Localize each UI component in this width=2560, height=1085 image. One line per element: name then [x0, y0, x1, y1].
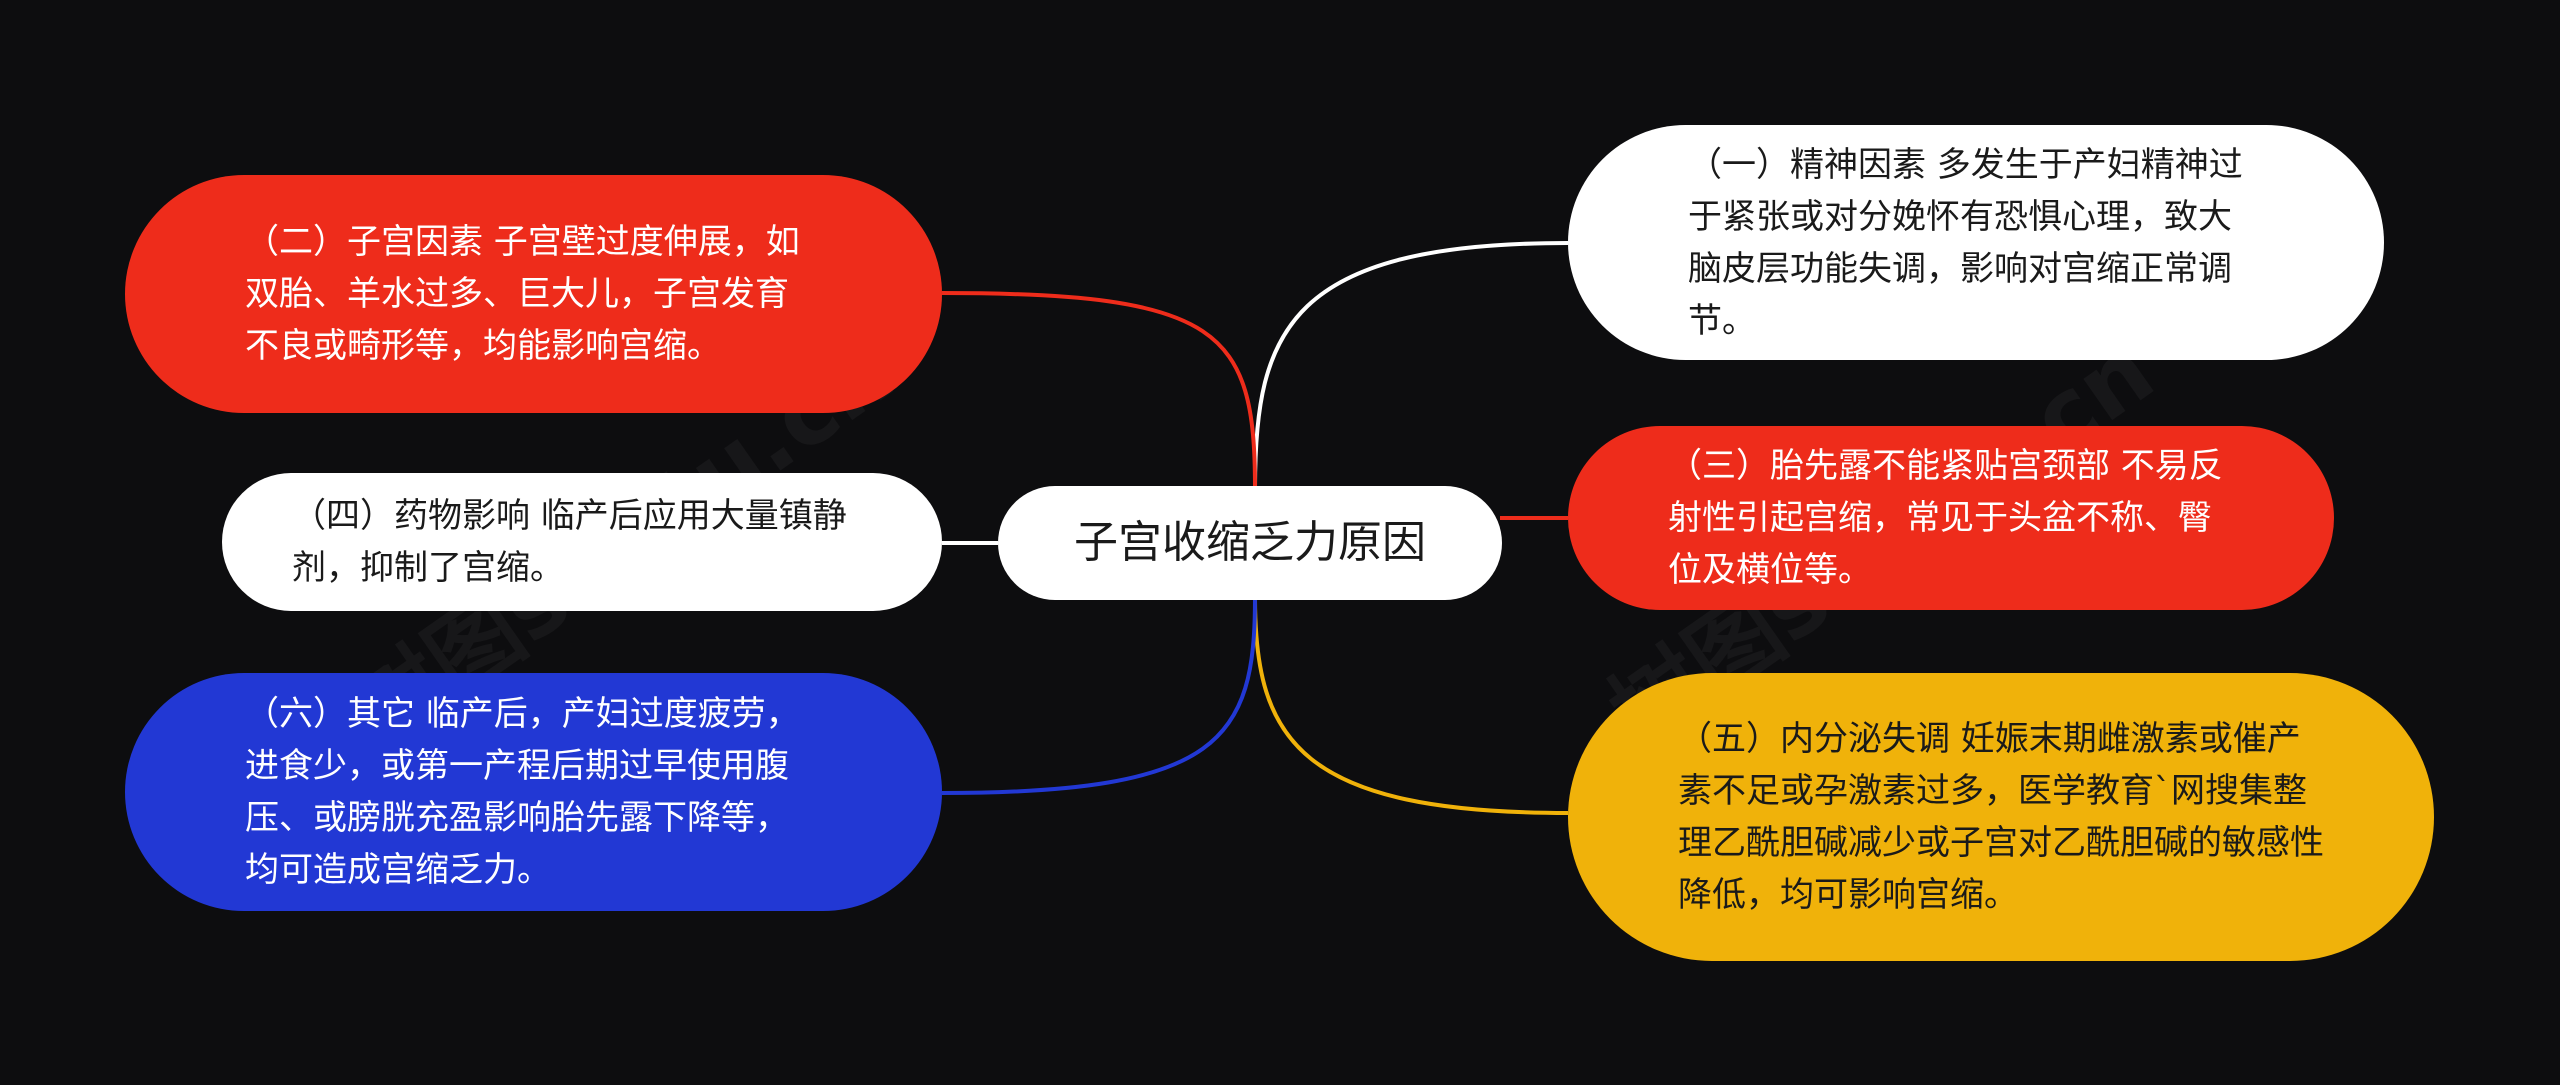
- link-n1: [1253, 241, 1569, 489]
- link-n2: [941, 291, 1257, 489]
- topic-n3-label: （三）胎先露不能紧贴宫颈部 不易反射性引起宫缩，常见于头盆不称、臀位及横位等。: [1668, 446, 2223, 590]
- topic-n1[interactable]: （一）精神因素 多发生于产妇精神过于紧张或对分娩怀有恐惧心理，致大脑皮层功能失调…: [1568, 125, 2384, 360]
- topic-n4[interactable]: （四）药物影响 临产后应用大量镇静剂，抑制了宫缩。: [222, 473, 942, 611]
- link-n6: [941, 597, 1257, 795]
- topic-n5-label: （五）内分泌失调 妊娠末期雌激素或催产素不足或孕激素过多，医学教育`网搜集整理乙…: [1678, 719, 2324, 915]
- topic-n6[interactable]: （六）其它 临产后，产妇过度疲劳，进食少，或第一产程后期过早使用腹压、或膀胱充盈…: [125, 673, 942, 911]
- topic-n1-label: （一）精神因素 多发生于产妇精神过于紧张或对分娩怀有恐惧心理，致大脑皮层功能失调…: [1688, 144, 2243, 341]
- root-topic[interactable]: 子宫收缩乏力原因: [998, 486, 1502, 600]
- topic-n4-label: （四）药物影响 临产后应用大量镇静剂，抑制了宫缩。: [292, 496, 847, 588]
- topic-n5[interactable]: （五）内分泌失调 妊娠末期雌激素或催产素不足或孕激素过多，医学教育`网搜集整理乙…: [1568, 673, 2434, 961]
- topic-n6-label: （六）其它 临产后，产妇过度疲劳，进食少，或第一产程后期过早使用腹压、或膀胱充盈…: [245, 694, 800, 890]
- root-topic-label: 子宫收缩乏力原因: [1074, 517, 1426, 568]
- topic-n3[interactable]: （三）胎先露不能紧贴宫颈部 不易反射性引起宫缩，常见于头盆不称、臀位及横位等。: [1568, 426, 2334, 610]
- link-n5: [1253, 597, 1569, 815]
- topic-n2-label: （二）子宫因素 子宫壁过度伸展，如双胎、羊水过多、巨大儿，子宫发育不良或畸形等，…: [245, 222, 800, 366]
- topic-n2[interactable]: （二）子宫因素 子宫壁过度伸展，如双胎、羊水过多、巨大儿，子宫发育不良或畸形等，…: [125, 175, 942, 413]
